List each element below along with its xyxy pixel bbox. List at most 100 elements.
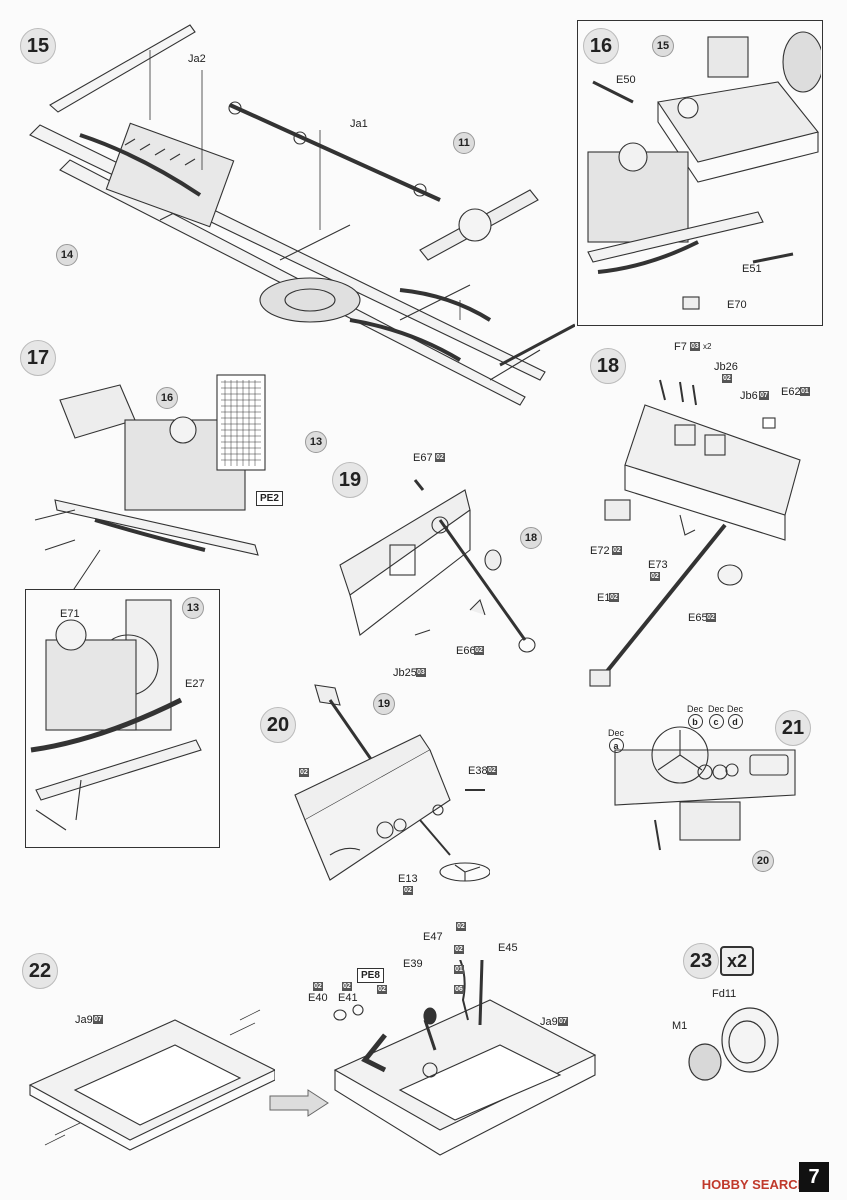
label-e50: E50 [616,74,636,86]
label-e13: E13 [398,873,418,885]
decal-c-letter: c [708,714,724,729]
step-22-floor-illustration [28,1009,275,1151]
part-ref-16: 16 [156,387,178,409]
step-16-badge: 16 [583,28,619,64]
step-23-badge: 23 [683,943,719,979]
step-20-badge: 20 [260,707,296,743]
tag-e39: 02 [377,985,387,994]
label-e40: E40 [308,992,328,1004]
tag-jb6: 07 [759,391,769,400]
tag-e47: 02 [454,945,464,954]
tag-e72: 02 [612,546,622,555]
tag-e73: 02 [650,572,660,581]
decal-c-label: Dec [708,704,725,714]
part-ref-14: 14 [56,244,78,266]
step-22-assembly-illustration [333,960,597,1156]
step-21-badge: 21 [775,710,811,746]
step-22-badge: 22 [22,953,58,989]
label-e62: E62 [781,386,801,398]
tag-06: 06 [454,985,464,994]
label-e70: E70 [727,299,747,311]
step-16-frame [577,20,823,326]
tag-02-dash: 02 [299,768,309,777]
part-ref-13: 13 [305,431,327,453]
tag-e62: 01 [800,387,810,396]
page-number: 7 [799,1162,829,1192]
tag-jb25: 03 [416,668,426,677]
decal-d: Dec d [727,704,743,729]
decal-b-letter: b [687,714,703,729]
label-ja9-b: Ja9 [540,1016,558,1028]
step-17-inset-illustration [30,599,202,831]
tag-e40: 02 [313,982,323,991]
label-e39: E39 [403,958,423,970]
decal-b-label: Dec [687,704,704,714]
step-19-badge: 19 [332,462,368,498]
decal-a-label: Dec [608,728,625,738]
part-ref-11: 11 [453,132,475,154]
label-ja2: Ja2 [188,53,206,65]
step-17-inset-frame [25,589,220,848]
label-f7: F7 [674,341,687,353]
label-jb26: Jb26 [714,361,738,373]
step-18-dash-illustration [589,379,801,687]
decal-d-letter: d [727,714,743,729]
decal-a: Dec a [608,728,624,753]
tag-e65: 02 [706,613,716,622]
step-15-badge: 15 [20,28,56,64]
step-23-multiplier: x2 [720,946,754,976]
tag-e41: 02 [342,982,352,991]
step-17-radiator-illustration [34,374,266,590]
step-17-badge: 17 [20,340,56,376]
label-m1: M1 [672,1020,688,1032]
tag-jb26: 02 [722,374,732,383]
tag-e38: 02 [487,766,497,775]
label-jb6: Jb6 [740,390,758,402]
label-e66: E66 [456,645,476,657]
label-ja9: Ja9 [75,1014,93,1026]
part-ref-18: 18 [520,527,542,549]
step-19-dash-illustration [339,479,536,653]
label-ja1: Ja1 [350,118,368,130]
photo-etch-pe8: PE8 [357,968,384,983]
step-22-arrow [269,1089,329,1117]
label-e65: E65 [688,612,708,624]
tag-e66: 02 [474,646,484,655]
step-20-dash-illustration [294,684,490,882]
tag-e1: 02 [609,593,619,602]
decal-c: Dec c [708,704,724,729]
part-ref-20: 20 [752,850,774,872]
label-e27: E27 [185,678,205,690]
tag-e13: 02 [403,886,413,895]
label-e41: E41 [338,992,358,1004]
label-f7-multiplier: x2 [703,342,712,351]
label-e45: E45 [498,942,518,954]
label-e71: E71 [60,608,80,620]
label-e1: E1 [597,592,611,604]
tag-02-e47: 02 [456,922,466,931]
watermark-logo: HOBBY SEARCH [701,1177,807,1192]
part-ref-19: 19 [373,693,395,715]
tag-01: 01 [454,965,464,974]
label-e47: E47 [423,931,443,943]
decal-a-letter: a [608,738,624,753]
label-e51: E51 [742,263,762,275]
photo-etch-pe2: PE2 [256,491,283,506]
tag-f7: 03 [690,342,700,351]
decal-b: Dec b [687,704,703,729]
decal-d-label: Dec [727,704,744,714]
label-e38: E38 [468,765,488,777]
part-ref-15: 15 [652,35,674,57]
step-16-engine-illustration [587,31,821,310]
label-fd11: Fd11 [712,988,737,1000]
tag-ja9: 07 [93,1015,103,1024]
step-18-badge: 18 [590,348,626,384]
label-e67: E67 [413,452,433,464]
label-jb25: Jb25 [393,667,417,679]
label-e72: E72 [590,545,610,557]
part-ref-13-inset: 13 [182,597,204,619]
label-e73: E73 [648,559,668,571]
step-23-headlight-illustration [688,1007,779,1081]
step-21-dash-illustration [614,726,796,851]
step-15-chassis-illustration [29,24,575,406]
